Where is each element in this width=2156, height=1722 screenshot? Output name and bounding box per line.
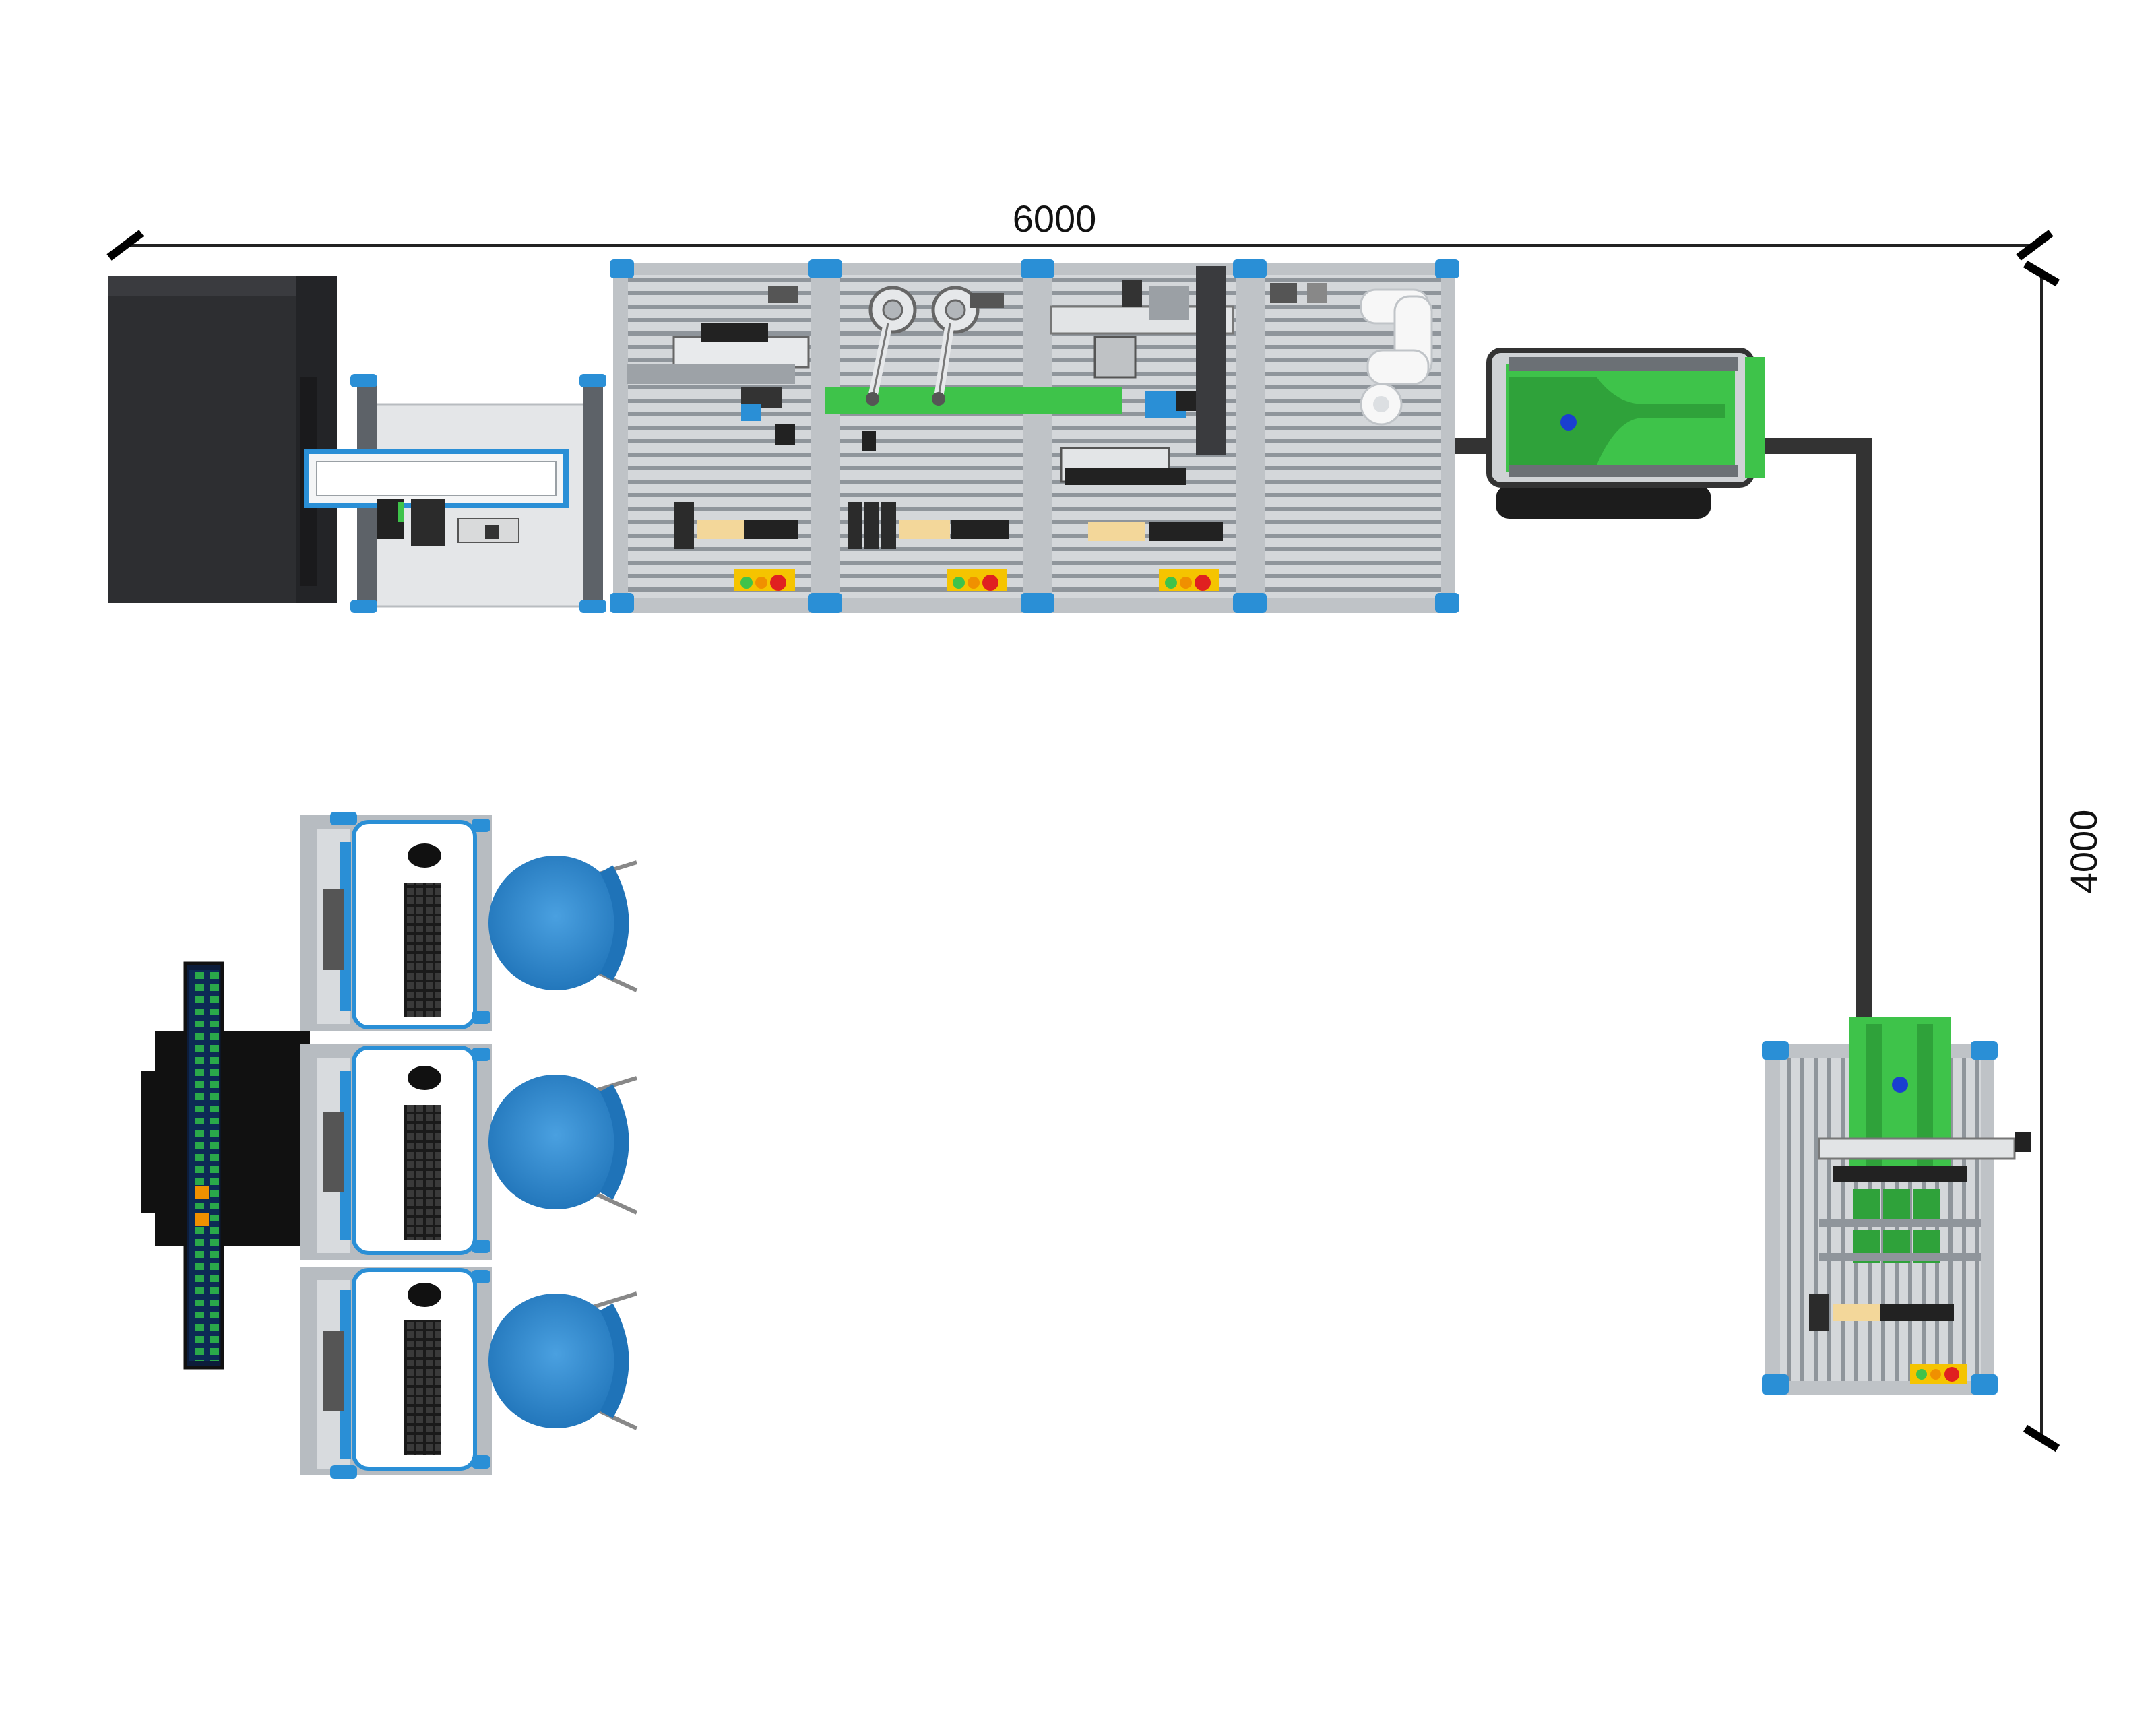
agv-cart (1486, 348, 1765, 519)
robot-arm-icon (1360, 288, 1433, 426)
mouse-icon (408, 843, 441, 868)
mouse-icon (408, 1283, 441, 1307)
right-station (1762, 1017, 2031, 1395)
plc-strip (674, 502, 798, 549)
workstation-2 (300, 1044, 492, 1260)
emergency-stop-icon (1910, 1364, 1967, 1384)
plc-strip (848, 502, 1009, 549)
emergency-stop-icon (734, 569, 795, 591)
chair-icon (488, 856, 638, 992)
emergency-stop-icon (1159, 569, 1219, 591)
plc-strip (1088, 522, 1223, 541)
workstation-1 (300, 812, 492, 1031)
workstation-3 (300, 1267, 492, 1479)
production-line (610, 259, 1459, 613)
control-monitor (141, 961, 310, 1370)
station-2 (825, 263, 1038, 613)
slash-tick-icon (106, 230, 144, 261)
chair-icon (488, 1075, 638, 1215)
server-cabinet (108, 276, 337, 603)
chair-icon (488, 1292, 638, 1430)
slash-tick-icon (2016, 230, 2054, 261)
width-dimension-label: 6000 (1013, 197, 1097, 240)
slash-tick-icon (2023, 260, 2060, 287)
slash-tick-icon (2023, 1424, 2060, 1453)
dimension-width: 6000 (106, 197, 2054, 261)
keyboard-icon (404, 883, 441, 1017)
keyboard-icon (404, 1320, 441, 1455)
feeding-station (304, 374, 606, 613)
keyboard-icon (404, 1105, 441, 1240)
robot-arm-icon (931, 286, 980, 406)
conveyor-belt (1455, 438, 1872, 1031)
dimension-height: 4000 (2023, 260, 2105, 1453)
emergency-stop-icon (947, 569, 1007, 591)
mouse-icon (408, 1066, 441, 1090)
robot-arm-icon (866, 286, 917, 406)
height-dimension-label: 4000 (2062, 810, 2105, 894)
